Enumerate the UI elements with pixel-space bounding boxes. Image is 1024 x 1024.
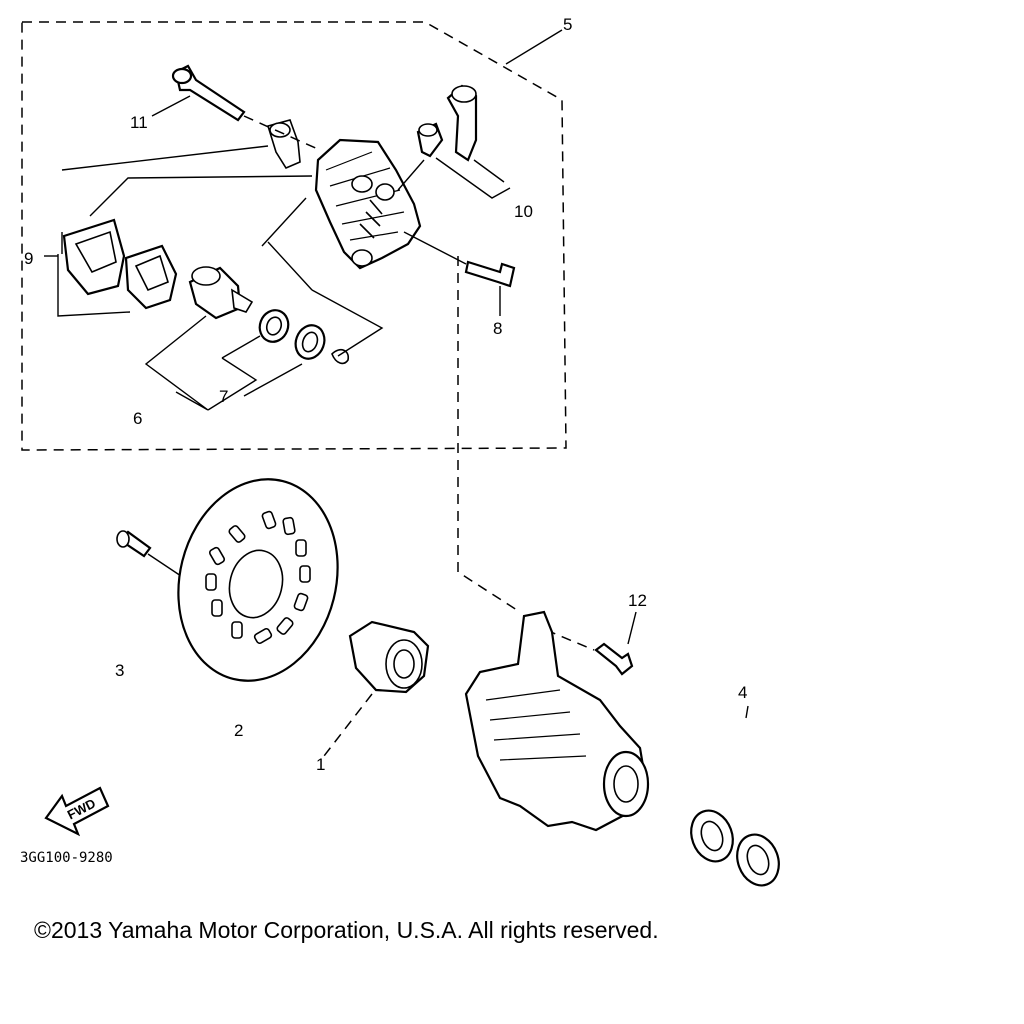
part-labels: 5 11 10 9 8 7 6 12 3 4 2 1 bbox=[24, 15, 747, 774]
leader-12 bbox=[627, 611, 637, 645]
leader-10 bbox=[435, 157, 511, 199]
leader-9 bbox=[57, 145, 313, 317]
caliper-body bbox=[314, 138, 422, 270]
bolt-axis bbox=[403, 231, 467, 265]
part-label-9: 9 bbox=[24, 249, 33, 268]
disc-bolt-3 bbox=[116, 530, 152, 558]
part-label-1: 1 bbox=[316, 755, 325, 774]
part-label-3: 3 bbox=[115, 661, 124, 680]
fwd-arrow-icon: FWD bbox=[44, 786, 110, 837]
screw-axis bbox=[397, 159, 425, 191]
part-label-11: 11 bbox=[130, 113, 148, 132]
leader-4 bbox=[745, 705, 749, 719]
caliper-bracket-4 bbox=[464, 610, 650, 832]
disc-holes bbox=[205, 510, 311, 645]
copyright-notice: ©2013 Yamaha Motor Corporation, U.S.A. A… bbox=[34, 917, 659, 943]
leader-11 bbox=[151, 95, 191, 117]
piston-6 bbox=[188, 266, 254, 320]
bleed-screw-10 bbox=[416, 122, 444, 158]
part-label-6: 6 bbox=[133, 409, 142, 428]
leader-5 bbox=[505, 29, 563, 65]
bolt-12-axis bbox=[545, 629, 595, 651]
leader-1 bbox=[323, 693, 373, 757]
part-label-5: 5 bbox=[563, 15, 572, 34]
disc-bolt-axis bbox=[147, 553, 185, 579]
bolt-12 bbox=[594, 642, 634, 676]
part-label-2: 2 bbox=[234, 721, 243, 740]
pin-axis bbox=[243, 115, 321, 151]
part-label-10: 10 bbox=[514, 202, 533, 221]
hub-flange-1 bbox=[348, 620, 430, 694]
seals-7 bbox=[258, 309, 350, 365]
pin-boot bbox=[266, 119, 301, 170]
slide-pin-11 bbox=[171, 64, 246, 122]
assembly-link bbox=[457, 256, 521, 613]
part-label-7: 7 bbox=[219, 387, 228, 406]
brake-disc-2 bbox=[177, 478, 339, 682]
bolt-8 bbox=[464, 260, 516, 288]
brake-pads-9 bbox=[62, 218, 178, 310]
bleed-bracket-10 bbox=[446, 84, 478, 162]
part-label-12: 12 bbox=[628, 591, 647, 610]
caliper-assembly-boundary bbox=[21, 21, 567, 451]
drawing-code: 3GG100-9280 bbox=[20, 850, 113, 866]
leader-7 bbox=[207, 241, 384, 411]
part-label-4: 4 bbox=[738, 683, 747, 702]
part-label-8: 8 bbox=[493, 319, 502, 338]
collars bbox=[690, 809, 780, 887]
leader-6 bbox=[144, 315, 209, 411]
